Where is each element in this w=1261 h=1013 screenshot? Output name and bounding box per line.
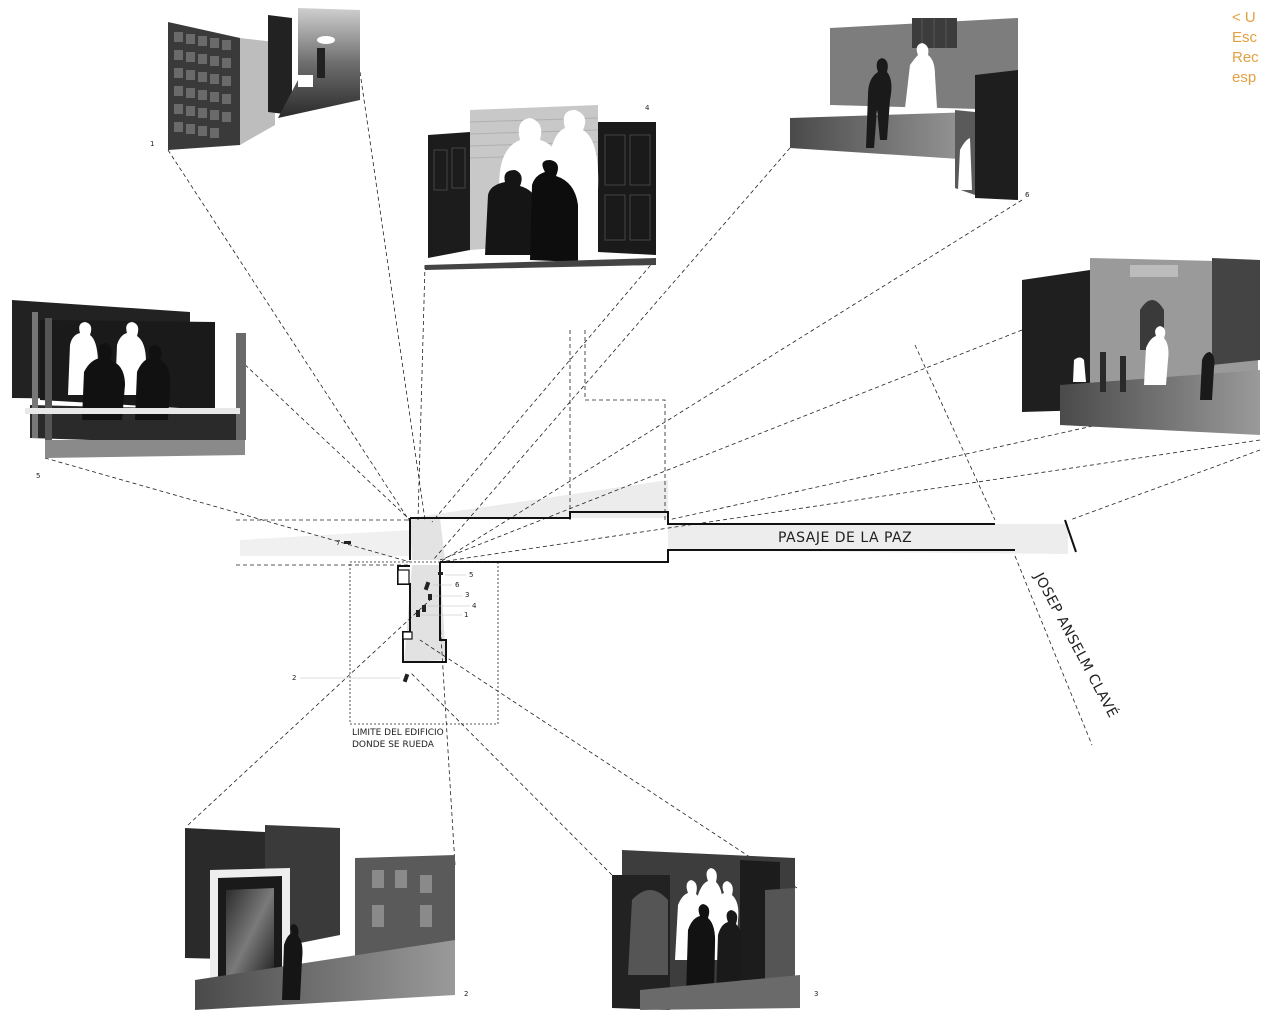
building-outline — [397, 511, 1077, 663]
photo-number-4: 4 — [645, 104, 650, 112]
photo-number-5: 5 — [36, 472, 40, 480]
photo-6: 6 — [790, 18, 1030, 200]
camera-label-2: 2 — [292, 674, 296, 682]
caption-line-2: Esc — [1232, 29, 1258, 46]
building-limit-label-line1: LIMITE DEL EDIFICIO — [352, 728, 444, 738]
camera-label-6: 6 — [455, 581, 460, 589]
building-limit-label-line2: DONDE SE RUEDA — [352, 740, 435, 750]
camera-mark-5 — [438, 572, 443, 575]
caption-line-3: Rec — [1232, 49, 1259, 66]
photo-5: 5 — [12, 300, 246, 480]
camera-mark-4 — [422, 605, 426, 612]
street-label-josep: JOSEP ANSELM CLAVÉ — [1030, 569, 1121, 721]
caption-line-4: esp — [1232, 69, 1256, 86]
photo-2: 2 — [185, 825, 468, 1010]
view-shading — [240, 480, 1068, 662]
building-limit-box — [349, 561, 499, 725]
camera-mark-2 — [402, 673, 410, 683]
camera-label-7: 7 — [336, 539, 340, 547]
camera-markers — [300, 541, 470, 683]
caption-block: < U Esc Rec esp — [1232, 9, 1259, 86]
camera-mark-1 — [416, 610, 420, 617]
photo-number-3: 3 — [814, 990, 818, 998]
street-label-pasaje: PASAJE DE LA PAZ — [778, 530, 912, 546]
caption-line-1: < U — [1232, 9, 1256, 26]
photo-7 — [1022, 258, 1260, 435]
camera-mark-3 — [428, 594, 432, 600]
camera-mark-7 — [344, 541, 351, 544]
photo-number-6: 6 — [1025, 191, 1030, 199]
photo-4: 4 — [425, 104, 656, 270]
camera-label-5: 5 — [469, 571, 473, 579]
photo-number-1: 1 — [150, 140, 154, 148]
sight-lines — [44, 71, 1261, 889]
photo-number-2: 2 — [464, 990, 468, 998]
camera-label-1: 1 — [464, 611, 468, 619]
photo-1: 1 — [150, 8, 360, 150]
photo-3: 3 — [612, 850, 818, 1010]
camera-mark-6 — [423, 581, 431, 591]
camera-label-4: 4 — [472, 602, 477, 610]
camera-label-3: 3 — [465, 591, 469, 599]
